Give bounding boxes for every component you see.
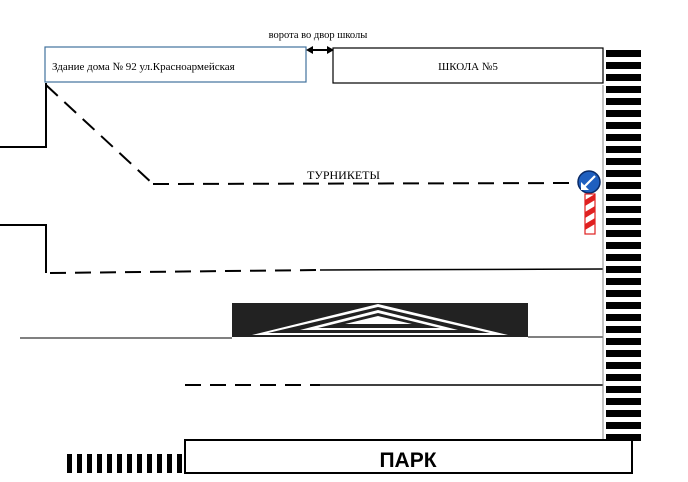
- crossing-stripe: [606, 122, 641, 129]
- crossing-stripe: [606, 62, 641, 69]
- crossing-stripe: [606, 326, 641, 333]
- crossing-stripe: [97, 454, 102, 473]
- park-area: [184, 439, 633, 474]
- crossing-stripe: [606, 314, 641, 321]
- speed-hump: [232, 303, 528, 337]
- crossing-stripe: [137, 454, 142, 473]
- left-wall-lines: [0, 83, 47, 273]
- school-building: [332, 47, 604, 84]
- crossing-stripe: [606, 338, 641, 345]
- crossing-stripe: [606, 302, 641, 309]
- crossing-stripe: [606, 278, 641, 285]
- crossing-stripe: [606, 266, 641, 273]
- park-label: ПАРК: [379, 449, 436, 472]
- crossing-stripe: [606, 110, 641, 117]
- crossing-stripe: [606, 218, 641, 225]
- crossing-stripe: [606, 230, 641, 237]
- crossing-stripe: [606, 242, 641, 249]
- crossing-stripe: [127, 454, 132, 473]
- crossing-stripe: [606, 146, 641, 153]
- pedestrian-crossing-horizontal: [67, 454, 182, 473]
- crossing-stripe: [117, 454, 122, 473]
- crossing-stripe: [606, 410, 641, 417]
- crossing-stripe: [147, 454, 152, 473]
- gate-double-arrow-icon: [306, 46, 334, 54]
- turnstiles-label: ТУРНИКЕТЫ: [307, 168, 380, 182]
- crossing-stripe: [606, 434, 641, 441]
- crossing-stripe: [606, 194, 641, 201]
- crossing-stripe: [606, 206, 641, 213]
- crossing-stripe: [606, 182, 641, 189]
- crossing-stripe: [606, 158, 641, 165]
- pedestrian-crossing-vertical: [606, 50, 641, 441]
- crossing-stripe: [167, 454, 172, 473]
- crossing-stripe: [606, 386, 641, 393]
- house-92-label: Здание дома № 92 ул.Красноармейская: [52, 61, 235, 73]
- crossing-stripe: [606, 374, 641, 381]
- crossing-stripe: [177, 454, 182, 473]
- crossing-stripe: [606, 254, 641, 261]
- crossing-stripe: [606, 98, 641, 105]
- crossing-stripe: [606, 398, 641, 405]
- crossing-stripe: [606, 134, 641, 141]
- crossing-stripe: [606, 50, 641, 57]
- road-solid-lines: [20, 268, 604, 386]
- crossing-stripe: [67, 454, 72, 473]
- keep-left-sign-icon: [577, 170, 601, 194]
- crossing-stripe: [606, 74, 641, 81]
- crossing-stripe: [77, 454, 82, 473]
- road-barrier-icon: [584, 193, 596, 235]
- crossing-stripe: [606, 170, 641, 177]
- school-label: ШКОЛА №5: [438, 61, 498, 73]
- crossing-stripe: [107, 454, 112, 473]
- crossing-stripe: [157, 454, 162, 473]
- crossing-stripe: [87, 454, 92, 473]
- house-92-building: [44, 46, 307, 83]
- crossing-stripe: [606, 350, 641, 357]
- path-dashed-lines: [45, 84, 579, 386]
- crossing-stripe: [606, 86, 641, 93]
- crossing-stripe: [606, 362, 641, 369]
- crossing-stripe: [606, 290, 641, 297]
- gate-label: ворота во двор школы: [269, 30, 368, 41]
- crossing-stripe: [606, 422, 641, 429]
